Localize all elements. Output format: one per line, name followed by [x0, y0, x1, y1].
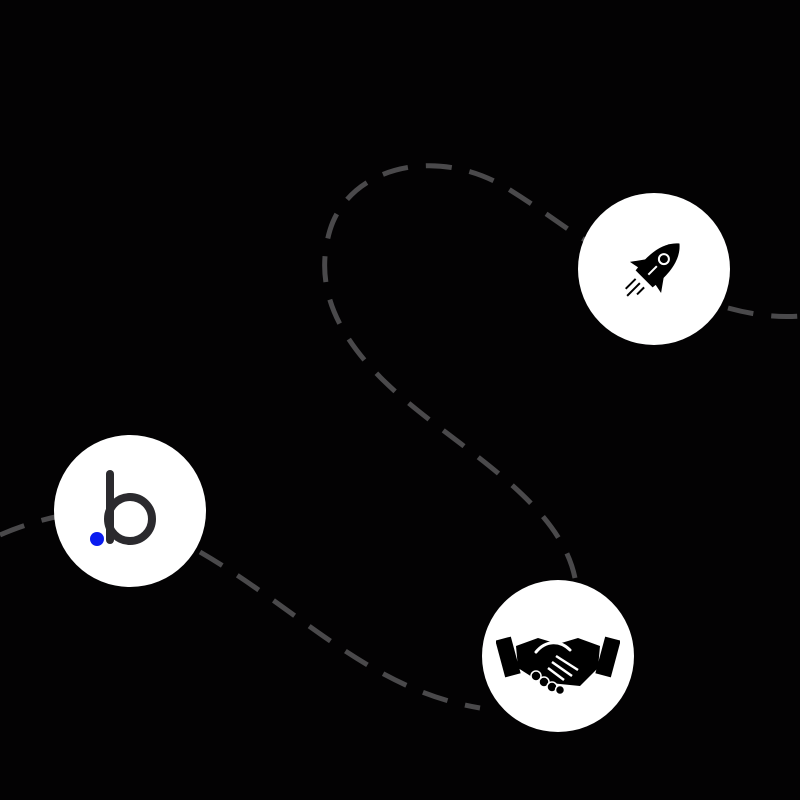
handshake-node — [482, 580, 634, 732]
path-left-entry — [0, 513, 61, 538]
logo-node — [54, 435, 206, 587]
rocket-icon — [625, 243, 680, 297]
handshake-icon — [496, 636, 620, 696]
brand-b-logo-icon — [90, 470, 156, 546]
path-handshake-to-rocket-loop — [322, 163, 587, 579]
rocket-node — [578, 193, 730, 345]
path-logo-to-handshake — [198, 549, 481, 711]
path-right-exit — [727, 305, 800, 319]
